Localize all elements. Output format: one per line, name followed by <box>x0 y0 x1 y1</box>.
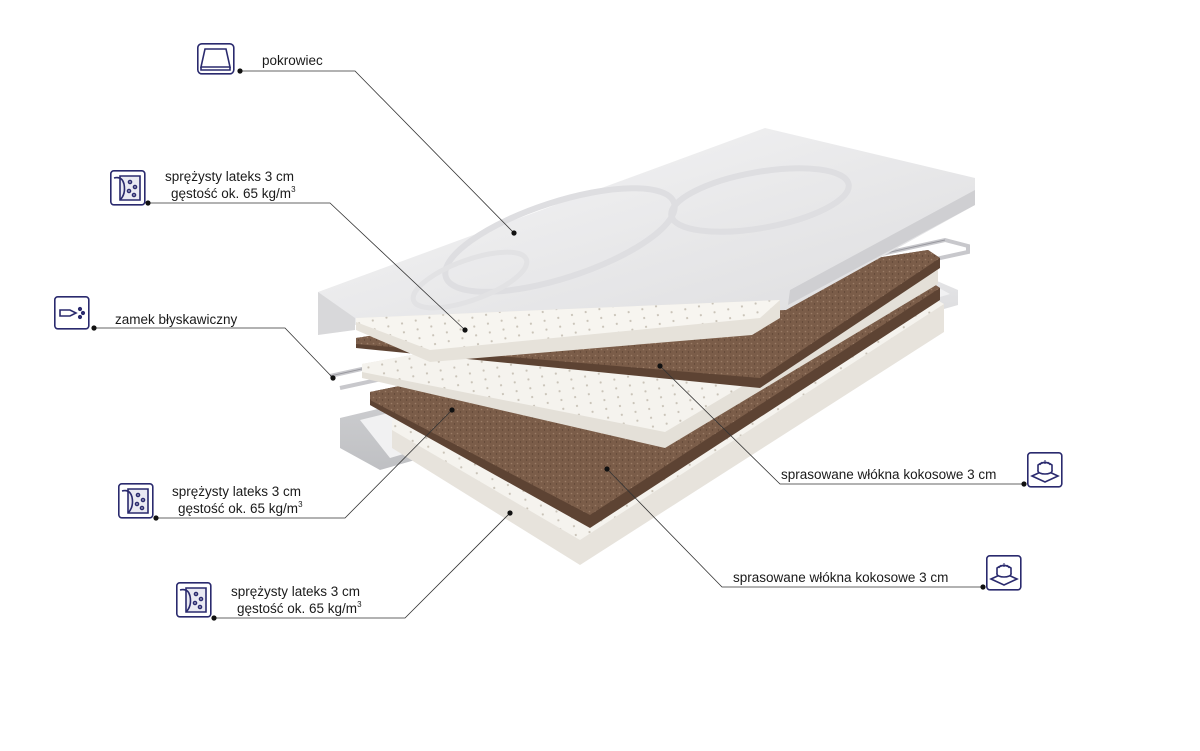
leader-coconut-lower <box>606 468 983 588</box>
latex-top-density: gęstość ok. 65 kg/m <box>171 186 292 201</box>
latex-middle-density: gęstość ok. 65 kg/m <box>178 501 299 516</box>
latex-bottom-superscript: 3 <box>357 600 362 609</box>
zipper-icon <box>54 296 90 330</box>
cover-label: pokrowiec <box>262 52 323 69</box>
leader-zipper <box>94 327 334 379</box>
latex-middle-superscript: 3 <box>298 500 303 509</box>
leader-dots <box>91 68 1027 621</box>
leader-latex-middle <box>156 409 453 519</box>
latex-middle-label: sprężysty lateks 3 cm gęstość ok. 65 kg/… <box>172 483 303 517</box>
leader-lines <box>94 70 1024 619</box>
coconut-fiber-icon <box>1027 452 1063 488</box>
coconut-fiber-icon <box>986 555 1022 591</box>
latex-layer-icon <box>176 582 212 618</box>
latex-layer-icon <box>110 170 146 206</box>
leader-coconut-upper <box>659 365 1024 485</box>
latex-bottom-label-line-1: sprężysty lateks 3 cm <box>231 584 361 599</box>
zipper-label-line-1: zamek błyskawiczny <box>115 312 238 327</box>
latex-top-label: sprężysty lateks 3 cm gęstość ok. 65 kg/… <box>165 168 296 202</box>
leader-latex-top <box>148 202 466 331</box>
latex-middle-label-line-1: sprężysty lateks 3 cm <box>172 484 302 499</box>
latex-middle-label-line-2: gęstość ok. 65 kg/m3 <box>172 500 303 517</box>
latex-layer-top <box>356 300 780 362</box>
mattress-cover-icon <box>197 43 235 75</box>
leader-cover <box>240 70 515 234</box>
coconut-lower-label-line-1: sprasowane włókna kokosowe 3 cm <box>733 570 949 585</box>
coconut-upper-label: sprasowane włókna kokosowe 3 cm <box>781 466 996 483</box>
coconut-upper-label-line-1: sprasowane włókna kokosowe 3 cm <box>781 467 997 482</box>
latex-bottom-density: gęstość ok. 65 kg/m <box>237 601 358 616</box>
top-cover <box>318 128 975 335</box>
latex-layer-icon <box>118 483 154 519</box>
latex-top-superscript: 3 <box>291 185 296 194</box>
latex-bottom-label: sprężysty lateks 3 cm gęstość ok. 65 kg/… <box>231 583 362 617</box>
leader-latex-bottom <box>214 512 511 619</box>
coconut-lower-label: sprasowane włókna kokosowe 3 cm <box>733 569 948 586</box>
latex-bottom-label-line-2: gęstość ok. 65 kg/m3 <box>231 600 362 617</box>
latex-top-label-line-1: sprężysty lateks 3 cm <box>165 169 295 184</box>
latex-top-label-line-2: gęstość ok. 65 kg/m3 <box>165 185 296 202</box>
cover-label-line-1: pokrowiec <box>262 53 323 68</box>
zipper-label: zamek błyskawiczny <box>115 311 237 328</box>
